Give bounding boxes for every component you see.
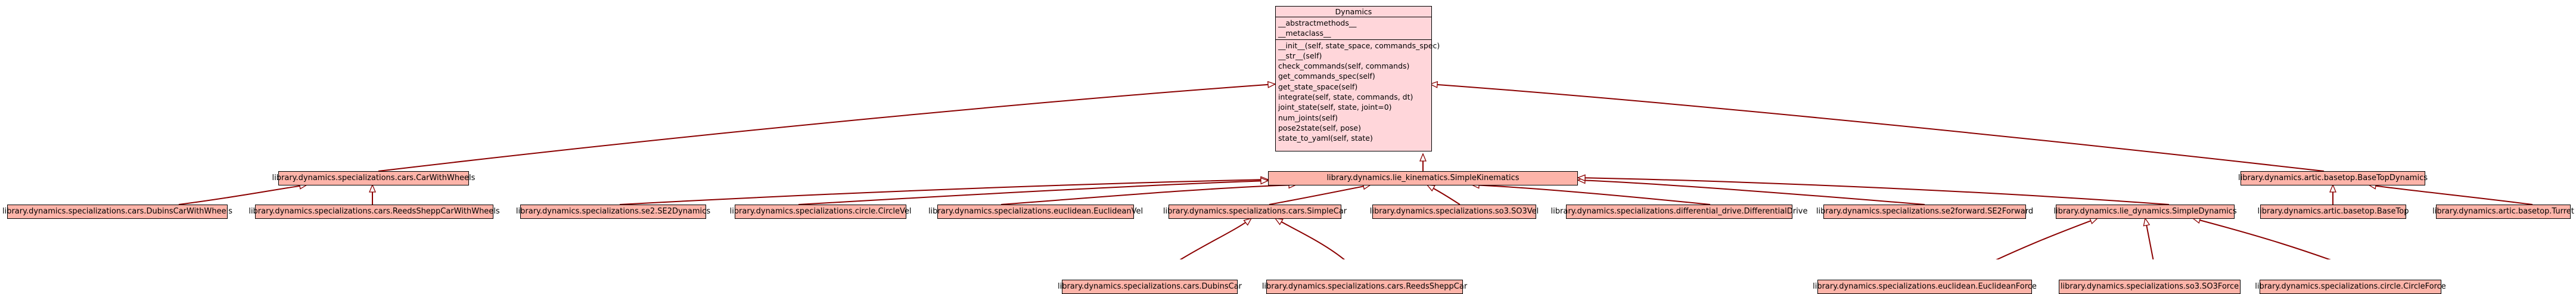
method-joint-state: joint_state(self, state, joint=0) [1278,103,1392,112]
node-circle-force[interactable]: library.dynamics.specializations.circle.… [2255,280,2446,294]
node-so3-vel[interactable]: library.dynamics.specializations.so3.SO3… [1370,205,1539,219]
method-get-commands-spec: get_commands_spec(self) [1278,72,1375,81]
node-euclidean-force[interactable]: library.dynamics.specializations.euclide… [1813,280,2037,294]
method-num-joints: num_joints(self) [1278,113,1338,122]
node-simple-car[interactable]: library.dynamics.specializations.cars.Si… [1163,205,1347,219]
method-pose2state: pose2state(self, pose) [1278,123,1361,132]
edge-circlevel-simplekin [798,181,1268,205]
edge-se2dyn-simplekin [619,180,1268,205]
inheritance-edges [178,0,2533,259]
node-basetop-dynamics[interactable]: library.dynamics.artic.basetop.BaseTopDy… [2238,171,2428,185]
edge-reedscar-simplecar [1275,218,1346,259]
method-init: __init__(self, state_space, commands_spe… [1278,41,1440,50]
attribute-metaclass: __metaclass__ [1278,29,1331,38]
edge-euclforce-simpledyn [1996,218,2098,259]
node-artic-turret[interactable]: library.dynamics.artic.basetop.Turret [2432,205,2574,219]
method-integrate: integrate(self, state, commands, dt) [1278,92,1413,102]
edge-circleforce-simpledyn [2193,218,2331,259]
dynamics-class-title: Dynamics [1276,7,1431,17]
node-se2-forward[interactable]: library.dynamics.specializations.se2forw… [1816,205,2033,219]
edge-diffdrive-simplekin [1472,185,1711,205]
method-str: __str__(self) [1278,51,1322,60]
node-euclidean-vel[interactable]: library.dynamics.specializations.euclide… [928,205,1143,219]
node-dubins-car[interactable]: library.dynamics.specializations.cars.Du… [1058,280,1242,294]
method-check-commands: check_commands(self, commands) [1278,61,1410,71]
edge-turret-basetop [2369,185,2533,205]
node-reeds-shepp-car-with-wheels[interactable]: library.dynamics.specializations.cars.Re… [248,205,500,219]
node-dubins-car-with-wheels[interactable]: library.dynamics.specializations.cars.Du… [2,205,232,219]
node-artic-basetop[interactable]: library.dynamics.artic.basetop.BaseTop [2258,205,2409,219]
edge-euclvel-simplekin [1000,185,1296,205]
edge-so3vel-simplekin [1427,184,1461,205]
node-differential-drive[interactable]: library.dynamics.specializations.differe… [1551,205,1807,219]
edge-se2forward-simplekin [1578,180,1925,205]
node-simple-kinematics[interactable]: library.dynamics.lie_kinematics.SimpleKi… [1268,171,1578,185]
node-circle-vel[interactable]: library.dynamics.specializations.circle.… [730,205,911,219]
node-reeds-shepp-car[interactable]: library.dynamics.specializations.cars.Re… [1262,280,1467,294]
dynamics-class-box[interactable]: Dynamics __abstractmethods__ __metaclass… [1275,6,1440,151]
edge-simpledyn-simplekin [1578,178,2170,205]
edge-dubinswheels-carwheels [178,185,307,205]
node-so3-force[interactable]: library.dynamics.specializations.so3.SO3… [2059,280,2241,294]
edge-dubinscar-simplecar [1179,218,1251,259]
edge-simplecar-simplekin [1269,185,1371,205]
node-car-with-wheels[interactable]: library.dynamics.specializations.cars.Ca… [272,171,475,185]
method-state-to-yaml: state_to_yaml(self, state) [1278,134,1373,143]
node-simple-dynamics[interactable]: library.dynamics.lie_dynamics.SimpleDyna… [2053,205,2237,219]
node-se2-dynamics[interactable]: library.dynamics.specializations.se2.SE2… [516,205,710,219]
attribute-abstractmethods: __abstractmethods__ [1278,18,1357,27]
method-get-state-space: get_state_space(self) [1278,82,1358,91]
edge-basetop-dynamics [1430,84,2325,172]
edge-carwheels-dynamics [378,84,1275,172]
edge-so3force-simpledyn [2145,218,2154,259]
